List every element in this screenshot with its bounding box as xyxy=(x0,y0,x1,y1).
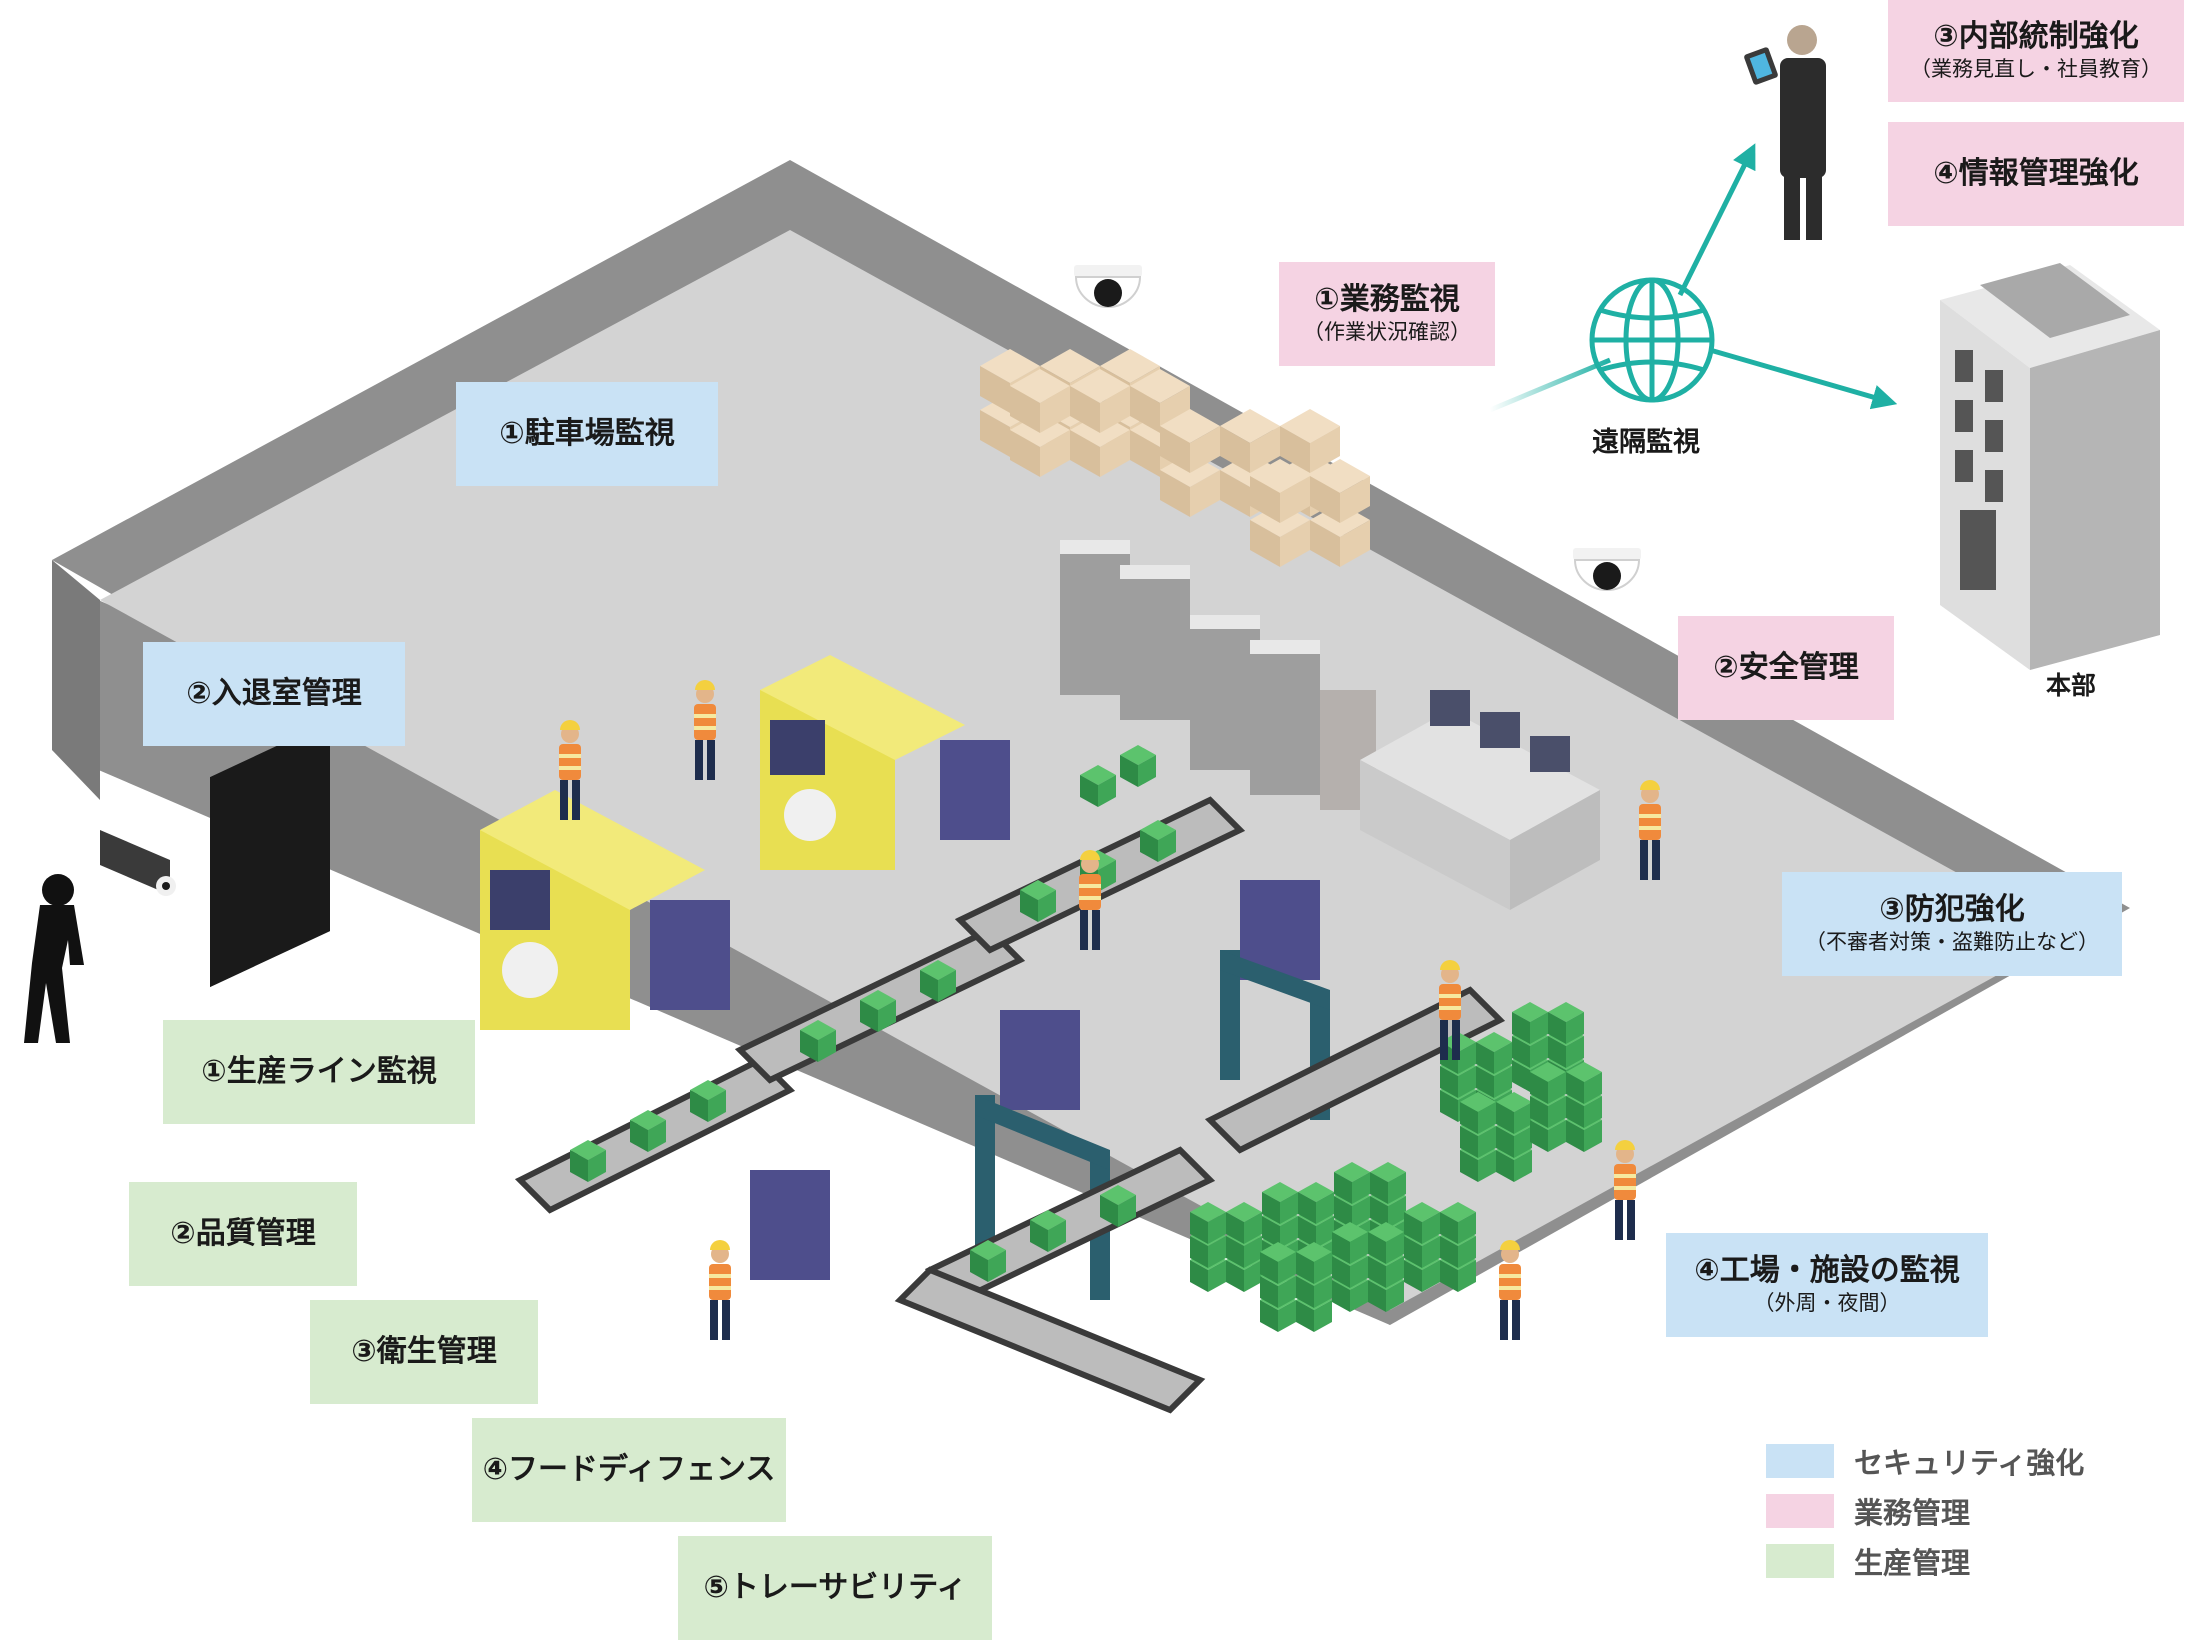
label-main: ②安全管理 xyxy=(1713,649,1859,685)
label-main: ②入退室管理 xyxy=(186,675,362,711)
legend: セキュリティ強化 業務管理 生産管理 xyxy=(1766,1436,2084,1586)
label-main: ①業務監視 xyxy=(1314,281,1460,317)
globe-icon xyxy=(1589,277,1715,403)
label-main: ③内部統制強化 xyxy=(1933,18,2139,54)
remote-monitoring-label: 遠隔監視 xyxy=(1592,427,1700,458)
entry-door xyxy=(210,721,330,988)
legend-label: 業務管理 xyxy=(1854,1496,1971,1530)
monitor-console xyxy=(1360,690,1600,910)
label-crime-prevention: ③防犯強化 （不審者対策・盗難防止など） xyxy=(1782,872,2122,976)
label-sub: （業務見直し・社員教育） xyxy=(1910,57,2162,82)
label-info-management: ④情報管理強化 xyxy=(1888,122,2184,226)
label-main: ①生産ライン監視 xyxy=(201,1053,437,1089)
label-main: ③衛生管理 xyxy=(351,1333,497,1369)
label-main: ①駐車場監視 xyxy=(499,415,675,451)
legend-swatch xyxy=(1766,1494,1834,1528)
manager-icon xyxy=(1744,25,1826,240)
worker-icon xyxy=(1614,1140,1636,1240)
dome-camera-icon xyxy=(1074,265,1142,308)
yellow-machines xyxy=(480,655,965,1030)
label-quality-management: ②品質管理 xyxy=(129,1182,357,1286)
label-entry-management: ②入退室管理 xyxy=(143,642,405,746)
label-safety-management: ②安全管理 xyxy=(1678,616,1894,720)
label-facility-monitoring: ④工場・施設の監視 （外周・夜間） xyxy=(1666,1233,1988,1337)
legend-label: セキュリティ強化 xyxy=(1854,1446,2085,1480)
headquarters-label: 本部 xyxy=(2046,671,2097,700)
label-hygiene-management: ③衛生管理 xyxy=(310,1300,538,1404)
label-main: ③防犯強化 xyxy=(1879,891,2025,927)
legend-label: 生産管理 xyxy=(1854,1546,1971,1580)
label-internal-control: ③内部統制強化 （業務見直し・社員教育） xyxy=(1888,0,2184,102)
legend-swatch xyxy=(1766,1444,1834,1478)
label-main: ⑤トレーサビリティ xyxy=(703,1569,967,1605)
label-sub: （不審者対策・盗難防止など） xyxy=(1805,930,2099,955)
security-camera-icon xyxy=(100,830,176,896)
legend-swatch xyxy=(1766,1544,1834,1578)
label-main: ④フードディフェンス xyxy=(482,1451,776,1487)
label-sub: （外周・夜間） xyxy=(1753,1291,1901,1316)
label-main: ②品質管理 xyxy=(170,1215,316,1251)
worker-icon xyxy=(1499,1240,1521,1340)
label-traceability: ⑤トレーサビリティ xyxy=(678,1536,992,1640)
worker-icon xyxy=(709,1240,731,1340)
label-main: ④工場・施設の監視 xyxy=(1694,1252,1960,1288)
label-work-monitoring: ①業務監視 （作業状況確認） xyxy=(1279,262,1495,366)
building-icon xyxy=(1940,263,2160,670)
label-parking-monitoring: ①駐車場監視 xyxy=(456,382,718,486)
label-food-defense: ④フードディフェンス xyxy=(472,1418,786,1522)
legend-item-production: 生産管理 xyxy=(1766,1536,2084,1586)
dome-camera-icon xyxy=(1573,548,1641,591)
legend-item-security: セキュリティ強化 xyxy=(1766,1436,2084,1486)
legend-item-business: 業務管理 xyxy=(1766,1486,2084,1536)
label-line-monitoring: ①生産ライン監視 xyxy=(163,1020,475,1124)
intruder-icon xyxy=(24,874,84,1043)
gray-machines xyxy=(1060,540,1376,810)
label-main: ④情報管理強化 xyxy=(1933,155,2139,191)
label-sub: （作業状況確認） xyxy=(1303,320,1471,345)
